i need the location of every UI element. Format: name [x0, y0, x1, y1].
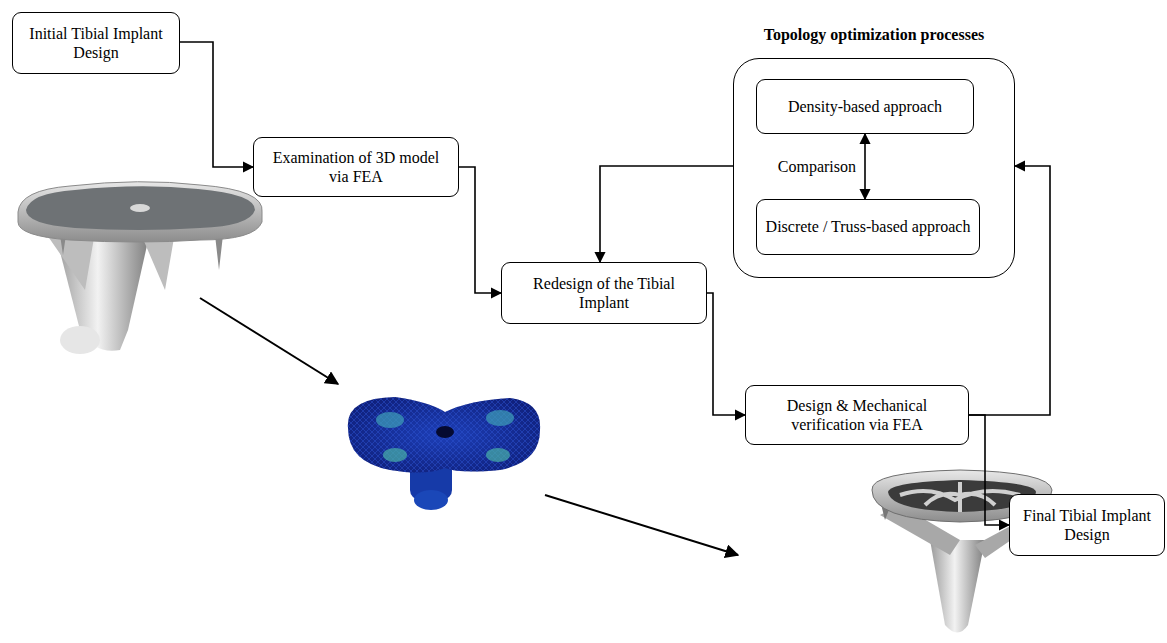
- process-box: Design & Mechanical verification via FEA: [745, 385, 969, 445]
- process-box: Final Tibial Implant Design: [1009, 494, 1165, 556]
- connector: [864, 134, 866, 199]
- connector: [180, 42, 253, 167]
- initial-implant: [18, 182, 262, 354]
- box-label: Initial Tibial Implant Design: [13, 20, 179, 66]
- box-label: Redesign of the Tibial Implant: [502, 270, 706, 316]
- connector: [600, 166, 733, 262]
- box-label: Examination of 3D model via FEA: [254, 144, 458, 190]
- pointer-arrow: [545, 495, 738, 555]
- process-box: Examination of 3D model via FEA: [253, 137, 459, 197]
- connector: [969, 166, 1050, 415]
- fea-model: [348, 397, 540, 510]
- pointer-arrow: [200, 298, 338, 384]
- connector: [707, 293, 745, 415]
- box-label: Design & Mechanical verification via FEA: [746, 392, 968, 438]
- group-heading: Topology optimization processes: [734, 25, 1014, 44]
- connector: [969, 415, 1009, 525]
- process-box: Redesign of the Tibial Implant: [501, 262, 707, 324]
- process-box: Discrete / Truss-based approach: [756, 199, 980, 255]
- process-box: Density-based approach: [756, 79, 974, 134]
- box-label: Final Tibial Implant Design: [1010, 502, 1164, 548]
- box-label: Discrete / Truss-based approach: [758, 213, 979, 240]
- connector: [459, 167, 501, 293]
- box-label: Density-based approach: [780, 93, 950, 120]
- edge-label: Comparison: [775, 158, 859, 176]
- process-box: Initial Tibial Implant Design: [12, 12, 180, 74]
